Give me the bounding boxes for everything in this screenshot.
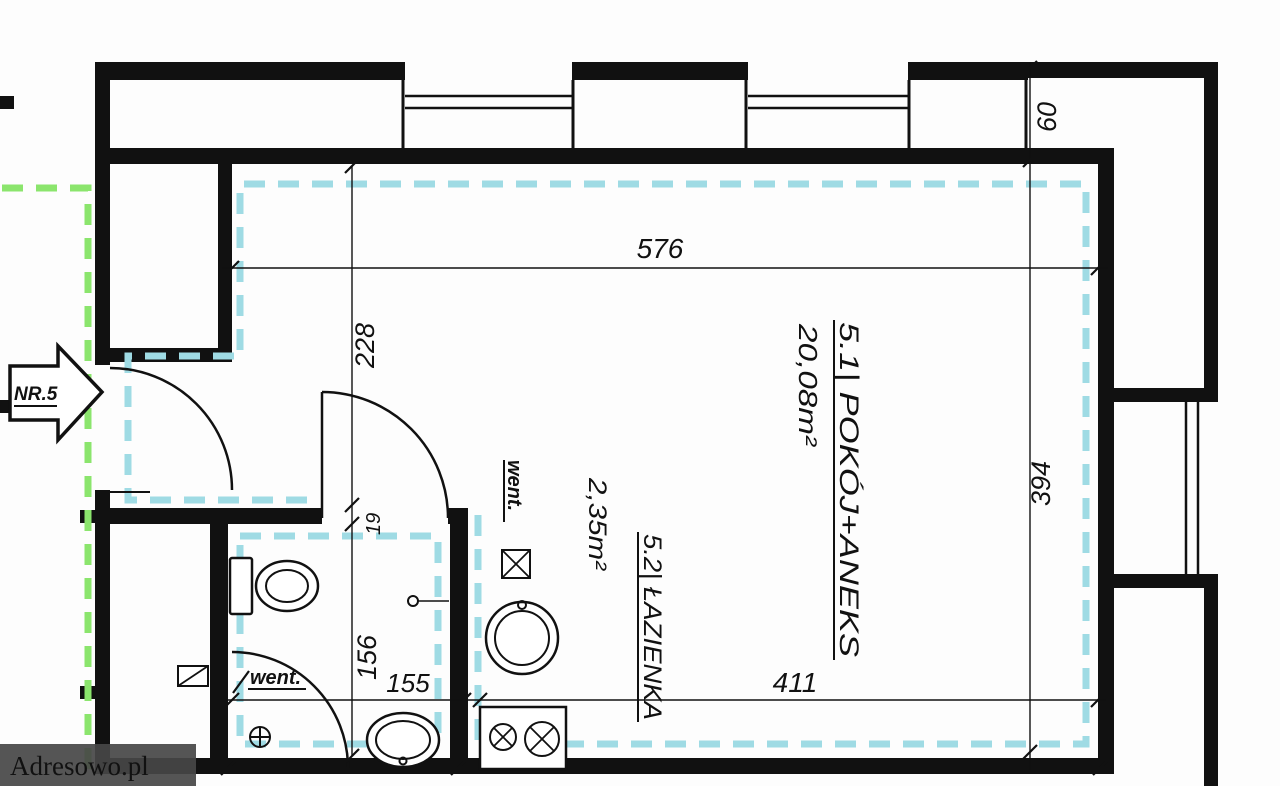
outline-hallway <box>124 352 318 504</box>
kitchen-sink-inner <box>494 610 550 666</box>
wall-stub <box>0 96 14 109</box>
dim-tick <box>1022 744 1038 760</box>
wall-segment <box>1114 574 1218 588</box>
watermark: Adresowo.pl <box>0 744 196 786</box>
dim-tick <box>456 692 472 708</box>
dim-tick <box>220 760 236 776</box>
dim-room-width: 411 <box>773 667 818 698</box>
wall-segment <box>1114 388 1218 402</box>
walls <box>0 62 1218 786</box>
entrance-arrow-shape <box>8 341 105 445</box>
dim-tick <box>344 158 360 174</box>
dim-tick <box>1022 60 1038 76</box>
room-main-label: 5.1| POKÓJ+ANEKS <box>834 322 865 657</box>
wall-segment-right <box>1098 148 1114 774</box>
bath-sink-tap <box>398 756 408 766</box>
dim-tick <box>472 692 488 708</box>
toilet-bowl-inner <box>265 569 309 603</box>
wall-segment <box>95 62 405 80</box>
wall-segment-top <box>95 148 1114 164</box>
dim-tick <box>450 760 466 776</box>
bath-door-arc <box>321 390 450 519</box>
room-main-area: 20,08m² <box>793 323 823 448</box>
windows <box>401 80 1200 574</box>
dim-tick <box>1022 152 1038 168</box>
watermark-bg <box>0 744 196 786</box>
entrance-arrow: NR.5 <box>8 341 105 445</box>
watermark-text: Adresowo.pl <box>10 751 149 781</box>
wall-segment <box>1204 62 1218 398</box>
kitchen-sink-tap <box>517 600 527 610</box>
wall-bath-left <box>210 508 228 772</box>
wall-segment-left-lower <box>95 490 110 772</box>
wall-segment-left-upper <box>95 62 110 365</box>
dim-top-wall: 60 <box>1032 102 1062 132</box>
corridor-outline-green <box>2 184 92 774</box>
dim-tick <box>224 260 240 276</box>
entrance-arrow-label: NR.5 <box>14 384 58 405</box>
wall-segment <box>908 62 1028 80</box>
entry-door-arc <box>109 366 234 491</box>
outline-corridor <box>2 184 92 774</box>
dim-tick <box>344 497 360 513</box>
shaft-grille-diagonal <box>177 665 209 687</box>
fixtures <box>177 549 568 771</box>
outline-main-room <box>236 180 1090 748</box>
stove-burner <box>524 721 560 757</box>
toilet-bowl <box>254 559 320 613</box>
dimension-lines <box>222 62 1108 770</box>
wall-bath-right <box>450 508 468 772</box>
wall-segment-bottom <box>95 758 1114 774</box>
vent-duct-cross <box>501 549 531 579</box>
shower-arc <box>231 650 350 769</box>
dim-tick <box>1092 760 1108 776</box>
dim-door-jamb: 19 <box>363 513 385 535</box>
dim-tick <box>224 692 240 708</box>
wall-segment <box>1204 588 1218 786</box>
stove-burner <box>489 723 517 751</box>
dim-hall-depth: 228 <box>350 323 380 369</box>
vent-label-bath-slash <box>232 670 250 694</box>
vent-label-room: went. <box>503 460 525 511</box>
dim-tick <box>1090 260 1106 276</box>
door-handle-dot <box>407 595 419 607</box>
wall-bath-top <box>110 508 322 524</box>
bath-sink-inner <box>375 720 431 760</box>
wall-segment <box>572 62 748 80</box>
stove-burner-cross <box>529 726 555 752</box>
room-bath-area: 2,35m² <box>583 477 611 572</box>
dim-tick <box>1090 692 1106 708</box>
stove <box>478 705 568 771</box>
dim-room-depth: 394 <box>1026 461 1056 506</box>
dim-tick <box>344 516 360 532</box>
kitchen-sink <box>484 600 560 676</box>
doors <box>97 366 450 607</box>
dim-bath-width: 155 <box>386 668 430 698</box>
toilet-tank <box>228 556 254 616</box>
dim-total-width: 576 <box>637 233 684 264</box>
wall-segment <box>1022 62 1218 78</box>
wall-segment <box>218 148 232 362</box>
dimension-ticks <box>220 60 1108 776</box>
vent-label-bath: went. <box>250 667 301 689</box>
stove-burner-cross <box>493 727 513 747</box>
dim-bath-depth: 156 <box>352 634 382 680</box>
dim-tick <box>344 748 360 764</box>
room-bath-label: 5.2| ŁAZIENKA <box>638 534 666 720</box>
